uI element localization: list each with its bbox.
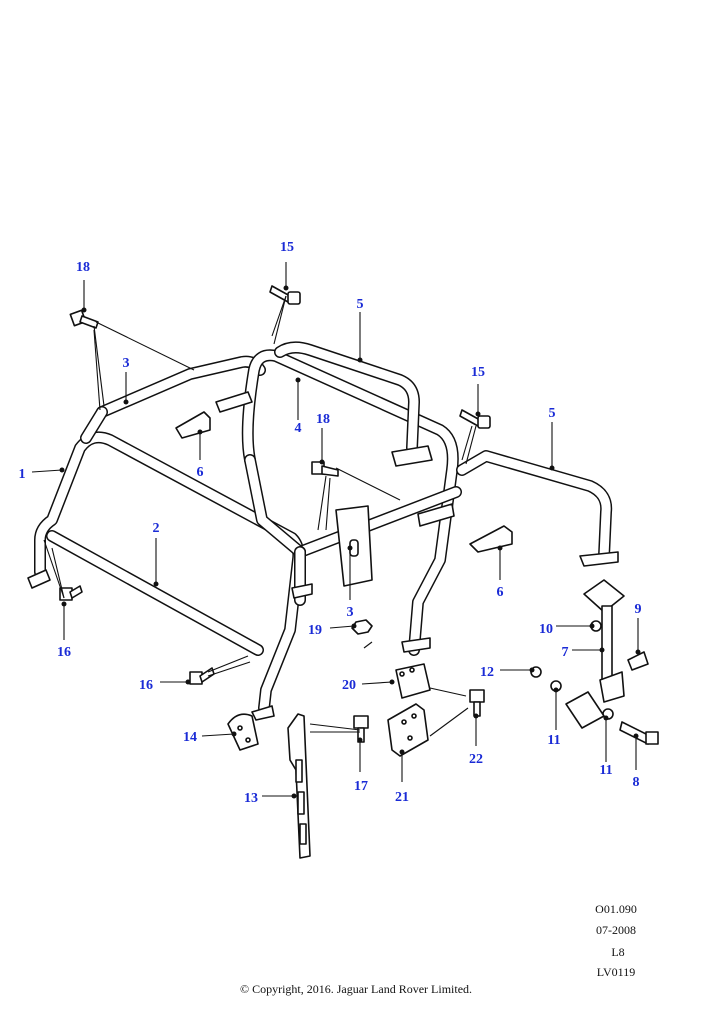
bolt-18-center [311, 461, 339, 477]
callout-5-left: 5 [357, 297, 364, 312]
callout-4: 4 [295, 421, 302, 436]
callout-11-right: 11 [599, 763, 612, 778]
copyright-notice: © Copyright, 2016. Jaguar Land Rover Lim… [240, 982, 472, 996]
bracket-20 [395, 663, 431, 699]
footer: O01.090 07-2008 L8 LV0119 © Copyright, 2… [240, 902, 637, 996]
illustration-date: 07-2008 [596, 923, 636, 937]
callout-6-left: 6 [197, 465, 204, 480]
callout-5-right: 5 [549, 406, 556, 421]
symbol-mark [363, 641, 373, 649]
callout-2: 2 [153, 521, 160, 536]
reference-code: LV0119 [597, 965, 635, 979]
callout-18-center: 18 [316, 412, 330, 427]
callout-labels: 1 2 3 3 4 5 5 6 6 7 8 9 10 11 11 12 13 1… [19, 240, 642, 806]
plate-14 [227, 713, 259, 751]
bracket-13 [287, 713, 311, 859]
callout-6-right: 6 [497, 585, 504, 600]
callout-11-left: 11 [547, 733, 560, 748]
bolt-16-lower [59, 585, 83, 601]
callout-15-top: 15 [280, 240, 294, 255]
callout-22: 22 [469, 752, 483, 767]
callout-20: 20 [342, 678, 356, 693]
callout-1: 1 [19, 467, 26, 482]
callout-9: 9 [635, 602, 642, 617]
bolt-18-left [69, 309, 99, 329]
bolt-16-mid [189, 667, 215, 685]
bolt-22 [469, 689, 485, 717]
illustration-code: O01.090 [595, 902, 637, 916]
callout-7: 7 [562, 645, 569, 660]
callout-13: 13 [244, 791, 258, 806]
plate-21 [387, 703, 429, 757]
model-code: L8 [611, 945, 624, 959]
callout-14: 14 [183, 730, 197, 745]
callout-21: 21 [395, 790, 409, 805]
bolt-15-right [459, 409, 491, 429]
callout-15-right: 15 [471, 365, 485, 380]
clip-9 [627, 651, 649, 671]
support-7 [583, 579, 625, 703]
callout-16-mid: 16 [139, 678, 153, 693]
roll-cage-main [27, 341, 619, 721]
callout-17: 17 [354, 779, 368, 794]
callout-3-lower: 3 [347, 605, 354, 620]
callout-10: 10 [539, 622, 553, 637]
nut-19 [351, 619, 373, 635]
block-8 [565, 691, 659, 745]
callout-19: 19 [308, 623, 322, 638]
callout-12: 12 [480, 665, 494, 680]
callout-8: 8 [633, 775, 640, 790]
callout-3-top: 3 [123, 356, 130, 371]
leader-lines [31, 262, 641, 799]
callout-16-lower: 16 [57, 645, 71, 660]
callout-18-left: 18 [76, 260, 90, 275]
